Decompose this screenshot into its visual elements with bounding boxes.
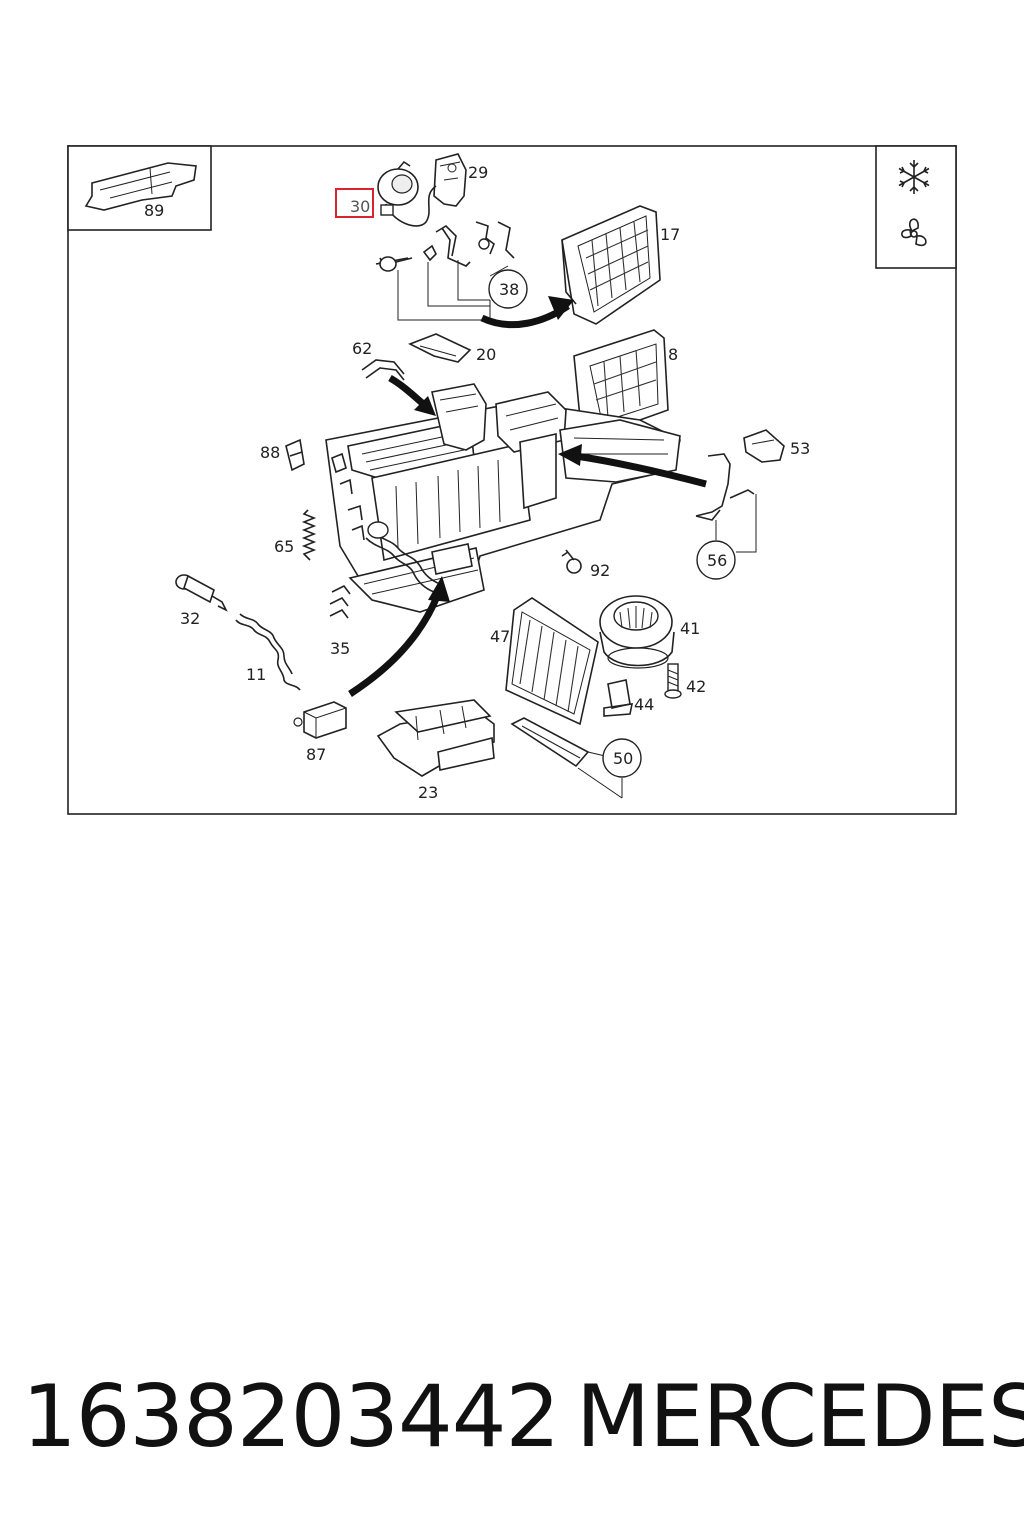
callout-89: 89 [144,201,164,220]
callout-23: 23 [418,783,438,802]
callout-8: 8 [668,345,678,364]
callout-92: 92 [590,561,610,580]
product-caption: 1638203442 MERCEDES [0,1362,1024,1472]
callout-30-highlight-box [335,188,374,218]
callout-29: 29 [468,163,488,182]
callout-32: 32 [180,609,200,628]
part-44 [603,679,634,717]
callout-42: 42 [686,677,706,696]
strip-part-50 [510,717,623,799]
bracket-part-38 [375,221,515,321]
part-62 [361,359,405,381]
callout-53: 53 [790,439,810,458]
cable-part-11 [235,613,301,691]
spring-part-65 [301,509,317,561]
callout-44: 44 [634,695,654,714]
resistor-part-87 [293,701,347,739]
brand-name: MERCEDES [576,1367,1024,1467]
diagram-frame [67,145,957,815]
screw-part-92 [561,549,582,574]
callout-87: 87 [306,745,326,764]
fan-icon [901,218,927,247]
filter-part-47 [505,597,599,726]
blower-part-41 [599,595,675,669]
callout-56-circle [696,540,736,580]
callout-62: 62 [352,339,372,358]
clips-part-35 [329,584,351,619]
part-20 [408,333,472,363]
callout-65: 65 [274,537,294,556]
callout-35: 35 [330,639,350,658]
callout-38: 38 [499,280,519,299]
actuator-part-29-30 [377,153,467,227]
callout-41: 41 [680,619,700,638]
direction-arrows [348,296,707,697]
link-part-56 [695,453,757,553]
housing-part-17 [561,205,661,325]
part-53 [743,429,785,463]
callout-47: 47 [490,627,510,646]
callout-50: 50 [613,749,633,768]
screw-part-42 [664,663,682,699]
callout-88: 88 [260,443,280,462]
callout-11: 11 [246,665,266,684]
sensor-part-32 [175,574,228,612]
main-hvac-unit [325,383,681,613]
leader-lines [489,265,717,540]
inset-part-89 [67,145,212,231]
icon-panel [875,145,957,269]
callout-20: 20 [476,345,496,364]
callout-17: 17 [660,225,680,244]
callout-56: 56 [707,551,727,570]
part-number: 1638203442 [22,1367,560,1467]
snowflake-icon [898,160,930,194]
callout-30: 30 [350,197,370,216]
callout-38-circle [488,269,528,309]
callout-50-circle [602,738,642,778]
part-88 [285,438,305,472]
tray-part-23 [376,699,495,777]
